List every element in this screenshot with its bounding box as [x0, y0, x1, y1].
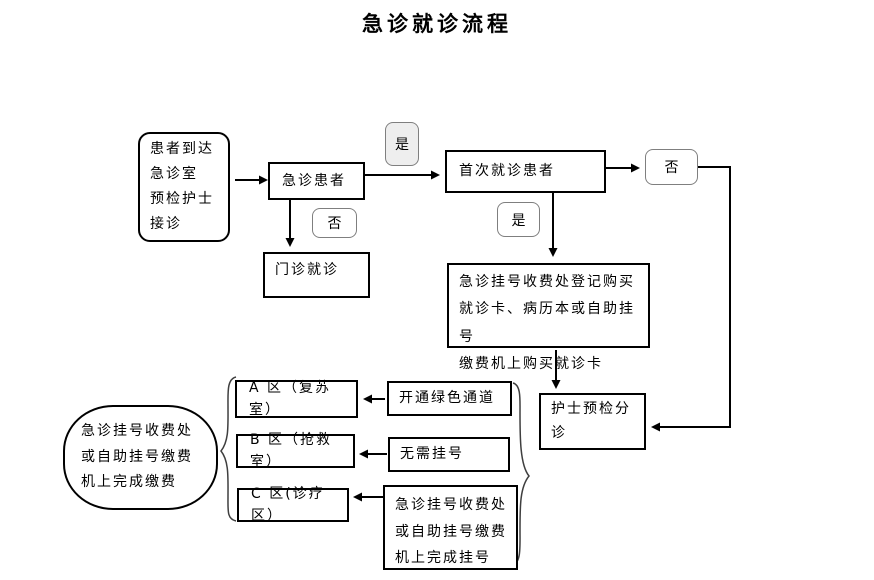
arrow-no-to-triage [651, 166, 731, 432]
yes-label-top: 是 [385, 122, 419, 166]
emergency-patient-box: 急诊患者 [268, 162, 365, 200]
zone-a-box: A 区（复苏室） [235, 380, 358, 418]
register-card-box: 急诊挂号收费处登记购买 就诊卡、病历本或自助挂号 缴费机上购买就诊卡 [447, 263, 650, 372]
green-channel-box: 开通绿色通道 [387, 381, 512, 416]
start-node: 患者到达 急诊室 预检护士 接诊 [138, 132, 230, 242]
no-registration-box: 无需挂号 [388, 437, 510, 472]
yes-label-mid: 是 [497, 202, 540, 237]
nurse-triage-box: 护士预检分 诊 [539, 393, 646, 450]
complete-registration-box: 急诊挂号收费处 或自助挂号缴费 机上完成挂号 [383, 485, 518, 570]
first-visit-box: 首次就诊患者 [445, 150, 606, 193]
brace-right-actions [512, 382, 530, 566]
no-label-right: 否 [645, 149, 698, 185]
page-title: 急诊就诊流程 [362, 12, 512, 36]
no-label-mid: 否 [312, 208, 357, 238]
complete-payment-ellipse: 急诊挂号收费处 或自助挂号缴费 机上完成缴费 [63, 405, 218, 510]
outpatient-box: 门诊就诊 [263, 252, 370, 298]
brace-left-zones [220, 376, 237, 522]
zone-c-box: C 区(诊疗区） [237, 486, 349, 524]
zone-b-box: B 区（抢救室） [236, 432, 355, 470]
